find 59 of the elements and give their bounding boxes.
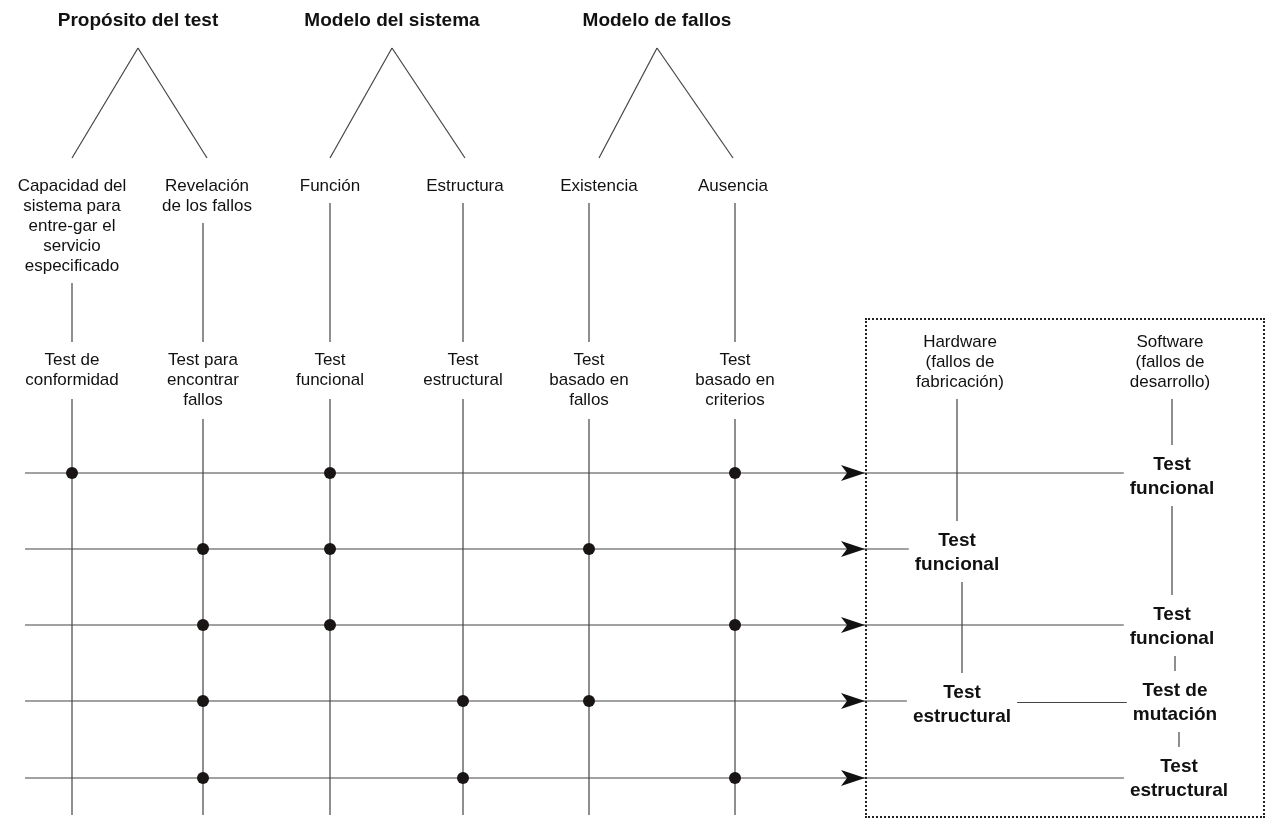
connector-line bbox=[1178, 731, 1180, 748]
connector-line bbox=[864, 777, 1125, 779]
connector-line bbox=[71, 398, 73, 816]
connector-line bbox=[961, 581, 963, 674]
connector-line bbox=[202, 222, 204, 343]
test-type-label: Test funcional bbox=[1112, 452, 1232, 500]
test-type-label: Test de mutación bbox=[1110, 678, 1240, 726]
test-type-label: Test funcional bbox=[1112, 602, 1232, 650]
category-label: Ausencia bbox=[683, 176, 783, 196]
connector-line bbox=[329, 202, 331, 343]
arrow bbox=[24, 465, 866, 481]
connector-line bbox=[864, 548, 910, 550]
category-label: Test de conformidad bbox=[7, 350, 137, 390]
category-label: Test basado en criterios bbox=[695, 350, 775, 410]
category-label: Test funcional bbox=[290, 350, 370, 390]
category-label: Estructura bbox=[410, 176, 520, 196]
connector-line bbox=[462, 202, 464, 343]
category-heading: Modelo del sistema bbox=[277, 8, 507, 32]
connector-line bbox=[588, 418, 590, 816]
category-label: Hardware (fallos de fabricación) bbox=[905, 332, 1015, 392]
connector-line bbox=[1174, 655, 1176, 672]
category-label: Test estructural bbox=[418, 350, 508, 390]
connector-line bbox=[864, 624, 1125, 626]
dotted-group-box bbox=[865, 318, 1265, 818]
connector-line bbox=[864, 700, 908, 702]
connector-line bbox=[202, 418, 204, 816]
arrow bbox=[24, 541, 866, 557]
connector-line bbox=[588, 202, 590, 343]
category-label: Software (fallos de desarrollo) bbox=[1115, 332, 1225, 392]
connector-line bbox=[956, 398, 958, 522]
test-type-label: Test funcional bbox=[902, 528, 1012, 576]
connector-line bbox=[656, 47, 734, 159]
category-label: Revelación de los fallos bbox=[159, 176, 255, 216]
category-heading: Propósito del test bbox=[28, 8, 248, 32]
connector-line bbox=[71, 282, 73, 343]
connector-line bbox=[137, 47, 208, 159]
connector-line bbox=[598, 47, 658, 159]
category-label: Test para encontrar fallos bbox=[153, 350, 253, 410]
connector-line bbox=[462, 398, 464, 816]
connector-line bbox=[1171, 505, 1173, 596]
test-type-label: Test estructural bbox=[892, 680, 1032, 728]
category-heading: Modelo de fallos bbox=[552, 8, 762, 32]
category-label: Función bbox=[280, 176, 380, 196]
connector-line bbox=[734, 202, 736, 343]
category-label: Existencia bbox=[544, 176, 654, 196]
arrow bbox=[24, 693, 866, 709]
connector-line bbox=[1016, 701, 1128, 704]
arrow bbox=[24, 770, 866, 786]
arrow bbox=[24, 617, 866, 633]
connector-line bbox=[329, 398, 331, 816]
category-label: Capacidad del sistema para entre-gar el servicio especificado bbox=[11, 176, 133, 276]
category-label: Test basado en fallos bbox=[549, 350, 629, 410]
connector-line bbox=[71, 47, 139, 159]
test-type-label: Test estructural bbox=[1114, 754, 1244, 802]
connector-line bbox=[329, 47, 393, 159]
connector-line bbox=[864, 472, 1125, 474]
connector-line bbox=[1171, 398, 1173, 446]
connector-line bbox=[734, 418, 736, 816]
connector-line bbox=[391, 47, 466, 159]
